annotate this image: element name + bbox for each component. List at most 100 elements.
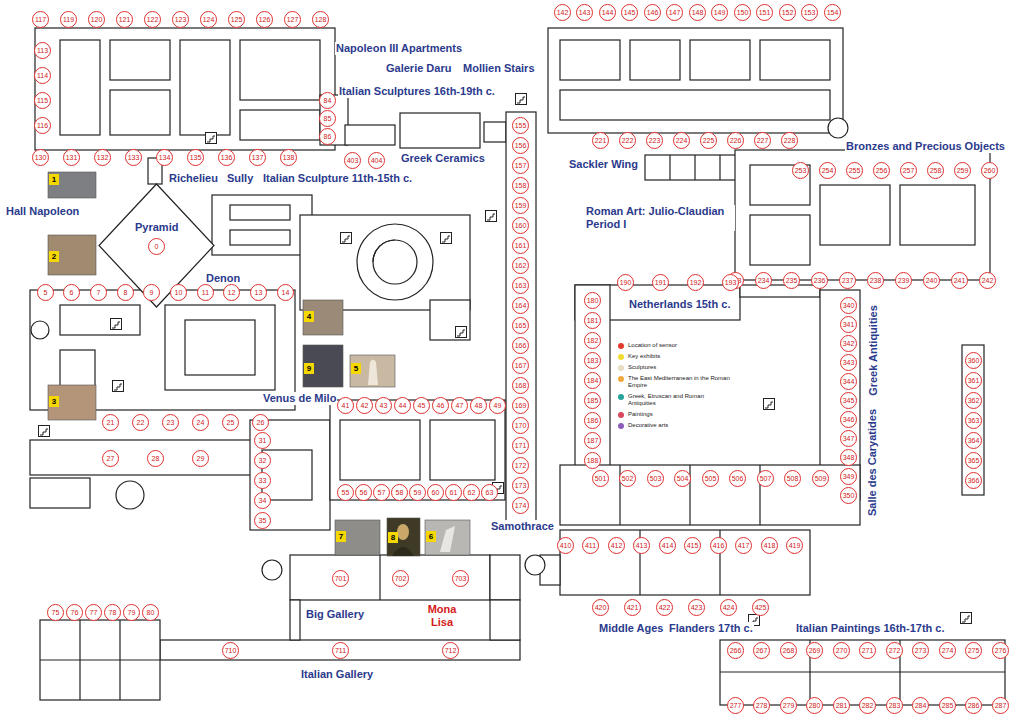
plan-rect (560, 465, 860, 525)
plan-rect (345, 125, 395, 145)
plan-rect (330, 400, 505, 500)
callout-number: 80 (142, 604, 159, 621)
callout-number: 240 (923, 272, 940, 289)
callout-number: 29 (192, 450, 209, 467)
plan-line (79, 620, 80, 700)
callout-number: 151 (756, 4, 773, 21)
plan-rect (48, 385, 96, 420)
legend-text: Location of sensor (628, 342, 732, 349)
callout-number: 235 (783, 272, 800, 289)
callout-number: 274 (939, 642, 956, 659)
callout-number: 221 (592, 132, 609, 149)
legend-text: Sculptures (628, 364, 732, 371)
callout-number: 284 (912, 697, 929, 714)
callout-number: 254 (819, 162, 836, 179)
callout-number: 150 (734, 4, 751, 21)
section-label: Italian Gallery (300, 668, 374, 681)
callout-number: 5 (37, 284, 54, 301)
section-label: Napoleon III Apartments (335, 42, 463, 55)
callout-number: 187 (584, 432, 601, 449)
callout-number: 423 (688, 599, 705, 616)
callout-number: 24 (192, 414, 209, 431)
callout-number: 25 (222, 414, 239, 431)
callout-number: 270 (833, 642, 850, 659)
plan-rect (560, 90, 830, 120)
callout-number: 268 (780, 642, 797, 659)
plan-use (764, 399, 775, 410)
plan-rect (760, 40, 830, 80)
callout-number: 31 (254, 432, 271, 449)
photo-number: 7 (336, 531, 346, 542)
callout-number: 76 (66, 604, 83, 621)
legend-row: Paintings (618, 411, 736, 418)
callout-number: 170 (512, 417, 529, 434)
legend-swatch (618, 412, 624, 418)
section-label: Big Gallery (305, 608, 365, 621)
plan-rect (160, 640, 520, 660)
plan-rect (735, 150, 990, 280)
callout-number: 364 (965, 432, 982, 449)
callout-number: 412 (608, 537, 625, 554)
callout-number: 360 (965, 352, 982, 369)
callout-number: 171 (512, 437, 529, 454)
section-label: Salle des Caryatides (866, 408, 879, 517)
callout-number: 63 (481, 484, 498, 501)
legend: Location of sensorKey exhibitsSculptures… (618, 342, 736, 433)
callout-number: 78 (104, 604, 121, 621)
callout-number: 144 (599, 4, 616, 21)
callout-number: 273 (912, 642, 929, 659)
plan-rect (303, 345, 343, 387)
callout-number: 346 (840, 411, 857, 428)
callout-number: 120 (88, 11, 105, 28)
callout-number: 173 (512, 477, 529, 494)
callout-number: 6 (63, 284, 80, 301)
callout-number: 143 (576, 4, 593, 21)
callout-number: 123 (172, 11, 189, 28)
callout-number: 41 (337, 397, 354, 414)
section-label: Italian Paintings 16th-17th c. (795, 622, 946, 635)
callout-number: 172 (512, 457, 529, 474)
photo-number: 1 (49, 174, 59, 185)
callout-number: 12 (223, 284, 240, 301)
callout-number: 10 (170, 284, 187, 301)
callout-number: 342 (840, 335, 857, 352)
plan-line (669, 155, 670, 180)
callout-number: 121 (116, 11, 133, 28)
plan-path (440, 526, 455, 552)
plan-rect (690, 40, 750, 80)
plan-line (119, 620, 120, 700)
callout-number: 85 (319, 110, 336, 127)
plan-rect (250, 420, 330, 530)
callout-number: 114 (34, 67, 51, 84)
callout-number: 347 (840, 430, 857, 447)
callout-number: 341 (840, 316, 857, 333)
section-label: Denon (205, 272, 241, 285)
callout-number: 9 (143, 284, 160, 301)
callout-number: 58 (391, 484, 408, 501)
callout-number: 125 (228, 11, 245, 28)
callout-number: 349 (840, 468, 857, 485)
callout-number: 505 (702, 470, 719, 487)
legend-text: The East Mediterranean in the Roman Empi… (628, 375, 732, 389)
plan-rect (230, 230, 290, 245)
callout-number: 163 (512, 277, 529, 294)
callout-number: 414 (659, 537, 676, 554)
callout-number: 162 (512, 257, 529, 274)
callout-number: 287 (992, 697, 1009, 714)
callout-number: 44 (394, 397, 411, 414)
callout-number: 35 (254, 512, 271, 529)
section-label: Italian Sculpture 11th-15th c. (262, 172, 413, 185)
section-label: Roman Art: Julio-Claudian Period I (585, 205, 735, 231)
callout-number: 192 (687, 274, 704, 291)
section-label: Richelieu (168, 172, 219, 185)
callout-number: 49 (489, 397, 506, 414)
callout-number: 137 (249, 149, 266, 166)
callout-number: 127 (284, 11, 301, 28)
plan-use (113, 381, 124, 392)
plan-rect (48, 235, 96, 275)
callout-number: 14 (277, 284, 294, 301)
plan-rect (48, 172, 96, 198)
callout-number: 425 (752, 599, 769, 616)
callout-number: 272 (886, 642, 903, 659)
